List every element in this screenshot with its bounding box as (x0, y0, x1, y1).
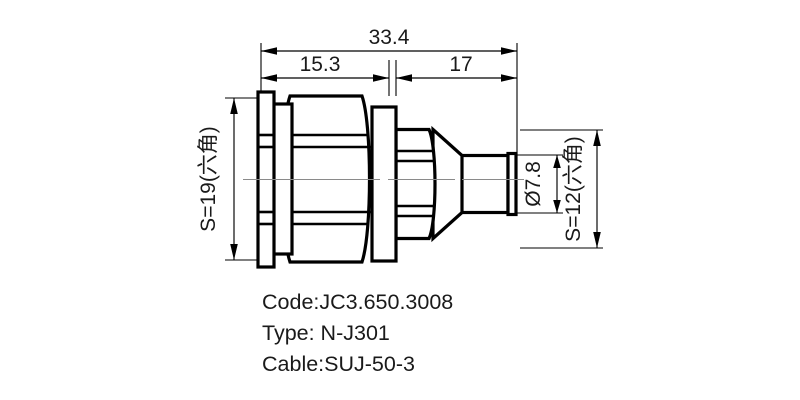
dimension-label-right-hex: S=12(六角) (562, 136, 585, 242)
dimension-overall-length: 33.4 (261, 26, 517, 55)
dimension-left-segment: 15.3 (261, 53, 389, 82)
arrowhead-top (230, 98, 238, 114)
arrowhead-bottom (593, 232, 601, 248)
dimension-right-hex: S=12(六角) (520, 129, 603, 249)
dimension-label-left-hex: S=19(六角) (197, 126, 220, 232)
dimension-label-overall: 33.4 (369, 26, 410, 49)
arrowhead-bottom (230, 244, 238, 260)
arrowhead-left (396, 74, 412, 82)
dimension-left-hex: S=19(六角) (197, 97, 268, 261)
arrowhead-right (501, 74, 517, 82)
dimension-label-left-segment: 15.3 (300, 53, 341, 76)
arrowhead-bottom (553, 200, 561, 213)
dimension-label-right-segment: 17 (449, 53, 472, 76)
arrowhead-right (373, 74, 389, 82)
arrowhead-left (261, 74, 277, 82)
collar-section (370, 105, 398, 263)
dimension-label-cable-diameter: Ø7.8 (522, 161, 545, 207)
arrowhead-top (553, 155, 561, 168)
arrowhead-top (593, 130, 601, 146)
dimension-cable-diameter: Ø7.8 (516, 154, 563, 214)
arrowhead-left (261, 47, 277, 55)
cable-entry-section (459, 151, 518, 217)
dimension-right-segment: 17 (396, 53, 517, 82)
right-hex-nut (394, 127, 437, 241)
arrowhead-right (501, 47, 517, 55)
taper-section (431, 125, 464, 243)
